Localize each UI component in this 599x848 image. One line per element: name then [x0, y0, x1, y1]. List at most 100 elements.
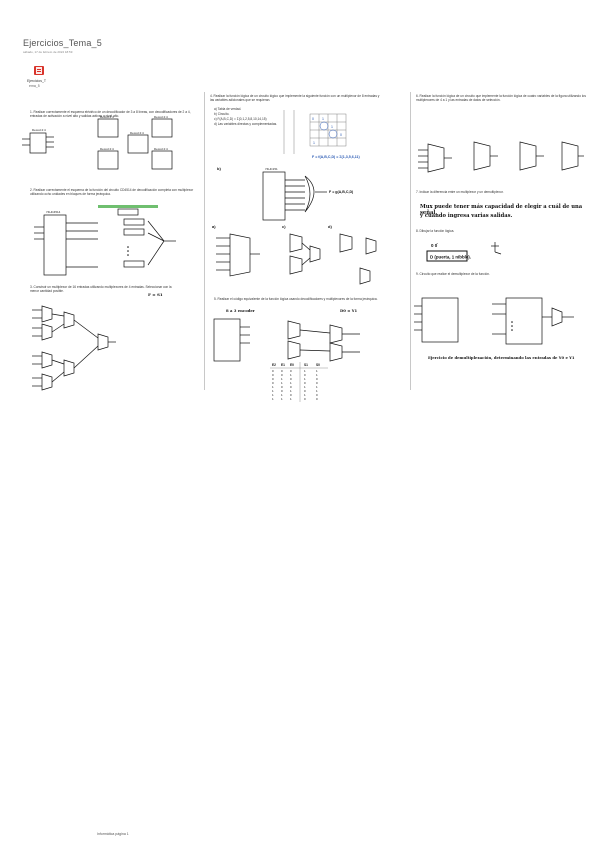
table-cell: 1 — [281, 393, 283, 397]
chip-label: Decod 2:4 — [32, 128, 46, 132]
table-cell: 0 — [272, 373, 274, 377]
mux-circuits-abcd: a) c) d) — [212, 224, 377, 285]
table-cell: 1 — [304, 377, 306, 381]
table-header: S0 — [316, 363, 320, 367]
page-footer: Informática página 1 — [97, 832, 129, 836]
handwritten-answer: Ejercicio de demultiplexación, determina… — [428, 355, 575, 360]
table-cell: 0 — [304, 373, 306, 377]
gate-sketch: 0 0̄ D (puerta, 1 nibble). — [426, 242, 502, 262]
function-label: F = g(A,B,C,D) — [329, 190, 354, 194]
pdf-icon[interactable] — [34, 66, 44, 75]
table-cell: 0 — [281, 389, 283, 393]
svg-text:74HC151: 74HC151 — [265, 167, 278, 171]
function-annotation: D0 = Y1 — [340, 308, 358, 313]
table-cell: 1 — [316, 369, 318, 373]
table-cell: 1 — [281, 397, 283, 401]
column-divider — [204, 92, 205, 390]
table-cell: 0 — [316, 381, 318, 385]
table-cell: 1 — [290, 381, 292, 385]
table-cell: 0 — [304, 381, 306, 385]
table-cell: 1 — [304, 369, 306, 373]
svg-text:1: 1 — [322, 117, 324, 121]
chip-label: Decod 2:4 — [100, 147, 114, 151]
svg-text:0: 0 — [340, 133, 342, 137]
table-cell: 0 — [272, 381, 274, 385]
karnaugh-map: 0 1 1 0 1 F = f(A,B,C,D) = Σ(1,3,5,6,11) — [283, 110, 360, 159]
page-timestamp: sábado, 17 de febrero de 2024 18:59 — [23, 50, 73, 54]
part-label: c) — [282, 224, 286, 229]
exercise-7-text: 7. Indicar la diferencia entre un multip… — [416, 190, 504, 194]
table-cell: 0 — [316, 397, 318, 401]
table-cell: 0 — [290, 369, 292, 373]
table-header: E1 — [281, 363, 285, 367]
exercise-1-text: 1. Realizar correctamente el esquema elé… — [30, 110, 191, 119]
column-divider — [410, 92, 411, 390]
table-cell: 0 — [281, 385, 283, 389]
table-cell: 1 — [316, 385, 318, 389]
table-cell: 0 — [304, 397, 306, 401]
part-label: b) — [217, 166, 221, 171]
mux-hierarchy-diagram: 74HC4514 — [34, 205, 176, 276]
table-cell: 0 — [304, 389, 306, 393]
table-header: E2 — [272, 363, 276, 367]
table-cell: 0 — [290, 377, 292, 381]
table-cell: 1 — [316, 373, 318, 377]
decoder-diagrams: Decod 2:4 Decod 2:4 Decod 2:4 Decod 2:4 … — [22, 115, 173, 170]
exercise-3-text: 3. Construir un multiplexor de 16 entrad… — [30, 285, 172, 294]
mux-4to1-diagrams — [418, 141, 584, 173]
handwritten-answer: y cuando ingresa varias salidas. — [420, 213, 513, 219]
encoder-label: 8 a 3 encoder — [226, 308, 255, 313]
svg-text:0 0̄: 0 0̄ — [431, 243, 438, 248]
table-cell: 1 — [272, 389, 274, 393]
table-cell: 1 — [272, 397, 274, 401]
table-cell: 1 — [290, 373, 292, 377]
svg-text:1: 1 — [313, 141, 315, 145]
chip-label: 74HC4514 — [46, 210, 61, 214]
table-cell: 1 — [281, 381, 283, 385]
demux-circuit — [414, 297, 574, 345]
mux-circuit-b: b) 74HC151 F = g(A,B,C,D) — [217, 166, 354, 221]
part-label: d) — [328, 224, 332, 229]
table-cell: 0 — [290, 393, 292, 397]
chip-label: Decod 2:4 — [130, 131, 144, 135]
handwritten-answer: Mux puede tener más capacidad de elegir … — [420, 204, 583, 216]
table-cell: 0 — [316, 393, 318, 397]
table-cell: 1 — [272, 393, 274, 397]
mux-tree-diagram — [32, 305, 116, 391]
exercise-4-item: a) Tabla de verdad. — [214, 107, 242, 111]
formula-annotation: F = S1 — [148, 292, 163, 297]
table-cell: 0 — [272, 369, 274, 373]
chip-label: Decod 2:4 — [154, 115, 168, 119]
exercise-4-item: b) Circuito. — [214, 112, 230, 116]
table-cell: 1 — [272, 385, 274, 389]
table-cell: 0 — [290, 385, 292, 389]
table-cell: 1 — [316, 389, 318, 393]
table-header: S1 — [304, 363, 308, 367]
table-cell: 0 — [281, 369, 283, 373]
svg-text:1: 1 — [331, 125, 333, 129]
table-cell: 0 — [281, 373, 283, 377]
exercise-6-text: 6. Realizar la función lógica de un circ… — [416, 94, 586, 103]
table-cell: 1 — [304, 385, 306, 389]
svg-text:0: 0 — [312, 117, 314, 121]
part-label: a) — [212, 224, 216, 229]
table-cell: 1 — [281, 377, 283, 381]
encoder-circuit — [213, 318, 360, 362]
attachment-filename[interactable]: Ejercicios_T — [27, 79, 47, 83]
handwritten-answer: D (puerta, 1 nibble). — [430, 255, 471, 260]
table-cell: 1 — [304, 393, 306, 397]
chip-label: Decod 2:4 — [154, 147, 168, 151]
table-cell: 0 — [272, 377, 274, 381]
exercise-8-text: 8. Dibujar la función lógica. — [416, 229, 455, 233]
exercise-4-item: d) Las variables directas y complementad… — [214, 122, 278, 126]
exercise-4-text: 4. Realizar la función lógica de un circ… — [210, 94, 380, 103]
kmap-formula: F = f(A,B,C,D) = Σ(1,3,5,6,11) — [312, 155, 360, 159]
exercise-5-text: 5. Realizar el código equivalente de la … — [214, 297, 378, 301]
exercise-9-text: 9. Circuito que realice el demultiplexor… — [416, 272, 490, 276]
table-cell: 0 — [316, 377, 318, 381]
page-title: Ejercicios_Tema_5 — [23, 38, 102, 48]
exercise-2-text: 2. Realizar correctamente el esquema de … — [30, 188, 194, 197]
table-cell: 1 — [290, 397, 292, 401]
table-cell: 1 — [290, 389, 292, 393]
